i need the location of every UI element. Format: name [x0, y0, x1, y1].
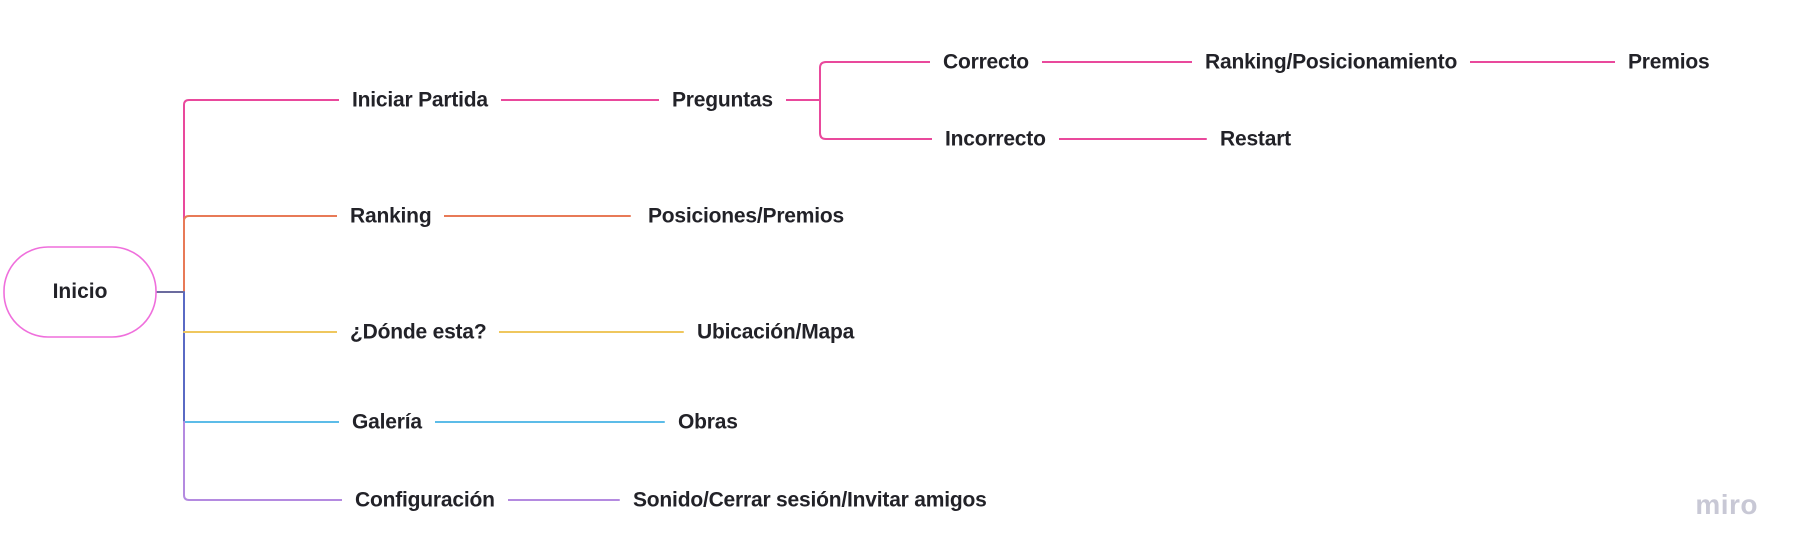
node-premios[interactable]: Premios [1615, 49, 1723, 75]
node-correcto[interactable]: Correcto [930, 49, 1042, 75]
node-configuracion[interactable]: Configuración [342, 487, 508, 513]
connector-iniciar-partida [183, 99, 821, 293]
node-iniciar-partida[interactable]: Iniciar Partida [339, 87, 501, 113]
node-ranking-posicionamiento[interactable]: Ranking/Posicionamiento [1192, 49, 1471, 75]
node-incorrecto[interactable]: Incorrecto [932, 126, 1059, 152]
connector-ranking [183, 215, 631, 293]
node-sonido-cerrar-sesion[interactable]: Sonido/Cerrar sesión/Invitar amigos [620, 487, 1000, 513]
node-ranking[interactable]: Ranking [337, 203, 445, 229]
root-node-shape[interactable] [3, 246, 157, 338]
node-posiciones-premios[interactable]: Posiciones/Premios [635, 203, 857, 229]
node-preguntas[interactable]: Preguntas [659, 87, 786, 113]
node-obras[interactable]: Obras [665, 409, 751, 435]
node-donde-esta[interactable]: ¿Dónde esta? [337, 319, 500, 345]
node-restart[interactable]: Restart [1207, 126, 1304, 152]
miro-logo: miro [1695, 489, 1758, 520]
connector-preguntas-split [819, 61, 827, 140]
node-galeria[interactable]: Galería [339, 409, 435, 435]
connector-configuracion [183, 421, 620, 501]
node-inicio[interactable]: Inicio [52, 280, 108, 303]
node-ubicacion-mapa[interactable]: Ubicación/Mapa [684, 319, 868, 345]
